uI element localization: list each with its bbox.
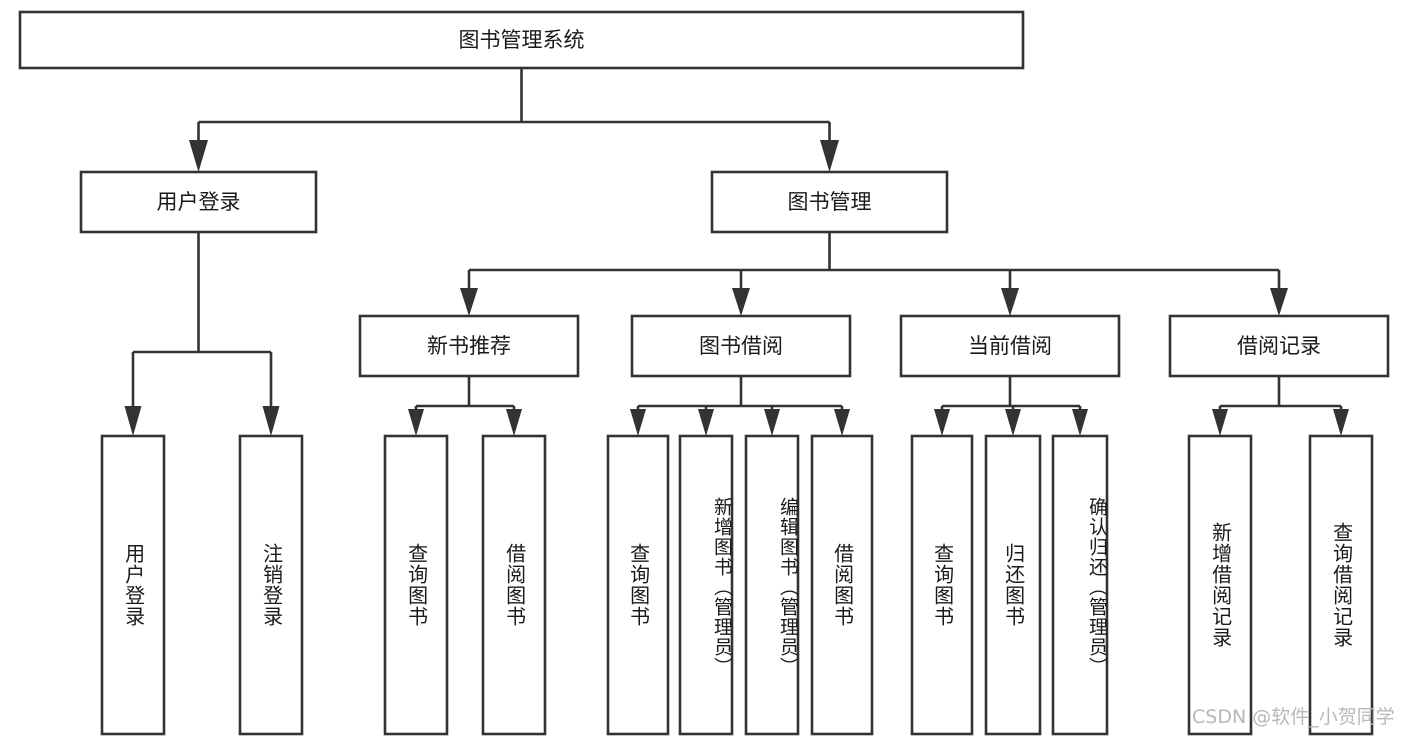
node-book-borrow-box[interactable]	[630, 314, 852, 378]
connector-bookmanage-to-level3	[460, 232, 1288, 316]
arrow-head-icon	[764, 409, 780, 436]
node-book-manage-box[interactable]	[710, 170, 949, 234]
node-root-box[interactable]	[18, 10, 1025, 70]
connector-root-to-level2	[189, 68, 839, 172]
node-user-login-label: 用户登录	[157, 190, 241, 214]
arrow-head-icon	[408, 409, 424, 436]
arrow-head-icon	[189, 140, 208, 172]
arrow-head-icon	[834, 409, 850, 436]
node-borrow-record-box[interactable]	[1168, 314, 1390, 378]
node-leaf-logout-box[interactable]	[238, 434, 304, 736]
arrow-head-icon	[1001, 288, 1019, 316]
arrow-head-icon	[698, 409, 714, 436]
connector-borrowrecord-to-leaves	[1212, 376, 1349, 436]
node-new-book-rec-label: 新书推荐	[427, 334, 511, 358]
node-book-borrow-label: 图书借阅	[699, 334, 783, 358]
node-leaf-rec-query-book-box[interactable]	[383, 434, 449, 736]
arrow-head-icon	[934, 409, 950, 436]
arrow-head-icon	[1072, 409, 1088, 436]
node-book-manage-label: 图书管理	[788, 190, 872, 214]
arrow-head-icon	[124, 406, 142, 436]
node-leaf-rec-borrow-book-box[interactable]	[481, 434, 547, 736]
node-leaf-br-add-record-box[interactable]	[1187, 434, 1253, 736]
node-current-borrow-box[interactable]	[899, 314, 1121, 378]
node-leaf-bb-borrow-book-box[interactable]	[810, 434, 874, 736]
node-root-label: 图书管理系统	[459, 28, 585, 52]
node-leaf-cb-confirm-return-box[interactable]	[1051, 434, 1109, 736]
node-leaf-bb-edit-book-box[interactable]	[744, 434, 800, 736]
node-current-borrow-label: 当前借阅	[968, 334, 1052, 358]
connector-newbookrec-to-leaves	[408, 376, 522, 436]
connector-userlogin-to-leaves	[124, 232, 280, 436]
arrow-head-icon	[732, 288, 750, 316]
arrow-head-icon	[262, 406, 280, 436]
node-leaf-bb-add-book-box[interactable]	[678, 434, 734, 736]
arrow-head-icon	[1005, 409, 1021, 436]
connector-currentborrow-to-leaves	[934, 376, 1088, 436]
arrow-head-icon	[506, 409, 522, 436]
arrow-head-icon	[1333, 409, 1349, 436]
arrow-head-icon	[820, 140, 839, 172]
node-leaf-user-login-box[interactable]	[100, 434, 166, 736]
node-leaf-bb-query-book-box[interactable]	[606, 434, 670, 736]
connector-bookborrow-to-leaves	[630, 376, 850, 436]
arrow-head-icon	[630, 409, 646, 436]
arrow-head-icon	[1270, 288, 1288, 316]
arrow-head-icon	[460, 288, 478, 316]
node-user-login-box[interactable]	[79, 170, 318, 234]
node-leaf-cb-return-book-box[interactable]	[984, 434, 1042, 736]
node-new-book-rec-box[interactable]	[358, 314, 580, 378]
arrow-head-icon	[1212, 409, 1228, 436]
node-leaf-cb-query-book-box[interactable]	[910, 434, 974, 736]
node-leaf-br-query-record-box[interactable]	[1308, 434, 1374, 736]
node-borrow-record-label: 借阅记录	[1237, 334, 1321, 358]
